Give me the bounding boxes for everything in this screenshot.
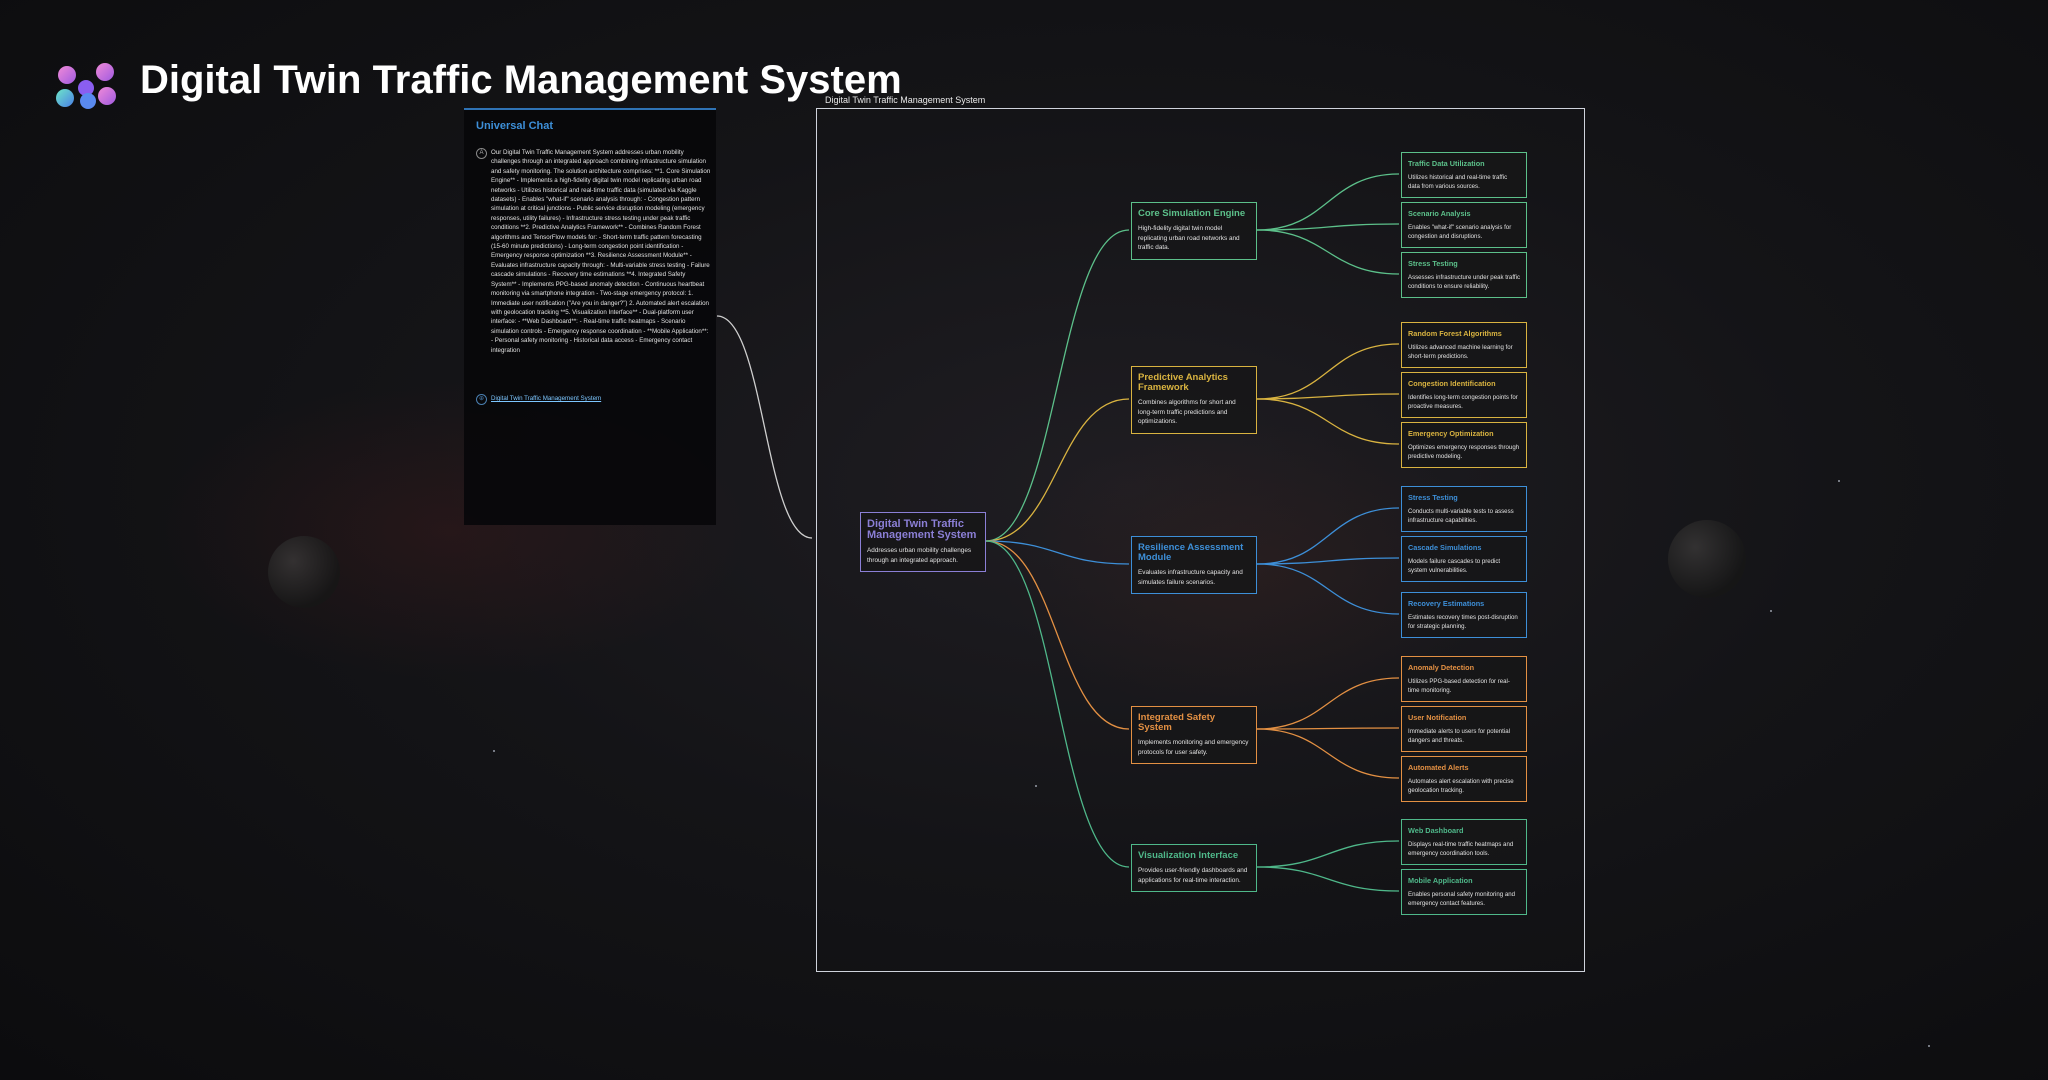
node-description: Optimizes emergency responses through pr… — [1408, 444, 1520, 461]
branch-to-leaf-connector — [1256, 398, 1400, 445]
node-description: Displays real-time traffic heatmaps and … — [1408, 841, 1514, 858]
root-to-branch-connector — [985, 540, 1130, 730]
background-star — [1838, 480, 1840, 482]
node-description: Utilizes historical and real-time traffi… — [1408, 174, 1508, 191]
node-description: Enables personal safety monitoring and e… — [1408, 891, 1516, 908]
background-planet — [268, 536, 340, 608]
node-title: Recovery Estimations — [1408, 599, 1485, 608]
node-title: Digital Twin Traffic Management System — [867, 518, 977, 541]
branch-to-leaf-connector — [1256, 343, 1400, 400]
node-title: Random Forest Algorithms — [1408, 329, 1502, 338]
node-description: Estimates recovery times post-disruption… — [1408, 614, 1518, 631]
diagram-link[interactable]: Digital Twin Traffic Management System — [491, 395, 602, 402]
node-description: Immediate alerts to users for potential … — [1408, 728, 1510, 745]
chat-message-text: Our Digital Twin Traffic Management Syst… — [491, 149, 711, 354]
background-planet — [1668, 520, 1746, 598]
background-star — [1770, 610, 1772, 612]
branch-to-leaf-connector — [1256, 223, 1400, 231]
node-title: User Notification — [1408, 713, 1467, 722]
node-title: Traffic Data Utilization — [1408, 159, 1485, 168]
branch-to-leaf-connector — [1256, 563, 1400, 615]
node-title: Stress Testing — [1408, 493, 1458, 502]
diagram-frame-title: Digital Twin Traffic Management System — [825, 95, 986, 105]
branch-to-leaf-connector — [1256, 393, 1400, 400]
app-title: Digital Twin Traffic Management System — [140, 58, 902, 102]
node-description: Implements monitoring and emergency prot… — [1138, 739, 1249, 756]
background-star — [493, 750, 495, 752]
branch-to-leaf-connector — [1256, 840, 1400, 868]
node-description: Addresses urban mobility challenges thro… — [867, 547, 972, 564]
node-title: Stress Testing — [1408, 259, 1458, 268]
app-logo-icon — [56, 63, 116, 109]
background-star — [1035, 785, 1037, 787]
chat-to-root-connector — [716, 315, 813, 539]
root-to-branch-connector — [985, 540, 1130, 565]
node-description: Conducts multi-variable tests to assess … — [1408, 508, 1514, 525]
node-title: Emergency Optimization — [1408, 429, 1494, 438]
branch-to-leaf-connector — [1256, 173, 1400, 231]
node-title: Integrated Safety System — [1138, 712, 1216, 733]
root-to-branch-connector — [985, 398, 1130, 542]
branch-to-leaf-connector — [1256, 557, 1400, 565]
node-title: Scenario Analysis — [1408, 209, 1471, 218]
node-description: Identifies long-term congestion points f… — [1408, 394, 1518, 411]
diagram-frame — [816, 108, 1585, 972]
assistant-avatar-icon: A — [476, 148, 487, 159]
node-title: Automated Alerts — [1408, 763, 1469, 772]
node-description: Combines algorithms for short and long-t… — [1138, 399, 1236, 425]
node-description: Utilizes PPG-based detection for real-ti… — [1408, 678, 1510, 695]
node-description: Assesses infrastructure under peak traff… — [1408, 274, 1520, 291]
diagram-link-icon: ⊕ — [476, 394, 487, 405]
branch-to-leaf-connector — [1256, 728, 1400, 779]
node-title: Resilience Assessment Module — [1138, 542, 1244, 563]
node-title: Predictive Analytics Framework — [1138, 372, 1228, 393]
node-description: Enables "what-if" scenario analysis for … — [1408, 224, 1512, 241]
branch-to-leaf-connector — [1256, 727, 1400, 730]
node-title: Visualization Interface — [1138, 850, 1239, 861]
node-title: Mobile Application — [1408, 876, 1473, 885]
node-description: Provides user-friendly dashboards and ap… — [1138, 867, 1248, 884]
node-title: Web Dashboard — [1408, 826, 1464, 835]
background-star — [1928, 1045, 1930, 1047]
chat-diagram-link-row[interactable]: ⊕ Digital Twin Traffic Management System — [476, 394, 708, 406]
branch-to-leaf-connector — [1256, 229, 1400, 275]
branch-to-leaf-connector — [1256, 507, 1400, 565]
node-description: Utilizes advanced machine learning for s… — [1408, 344, 1513, 361]
node-title: Core Simulation Engine — [1138, 208, 1246, 219]
node-description: Automates alert escalation with precise … — [1408, 778, 1514, 795]
root-to-branch-connector — [985, 229, 1130, 542]
node-description: Evaluates infrastructure capacity and si… — [1138, 569, 1243, 586]
branch-to-leaf-connector — [1256, 866, 1400, 892]
branch-to-leaf-connector — [1256, 677, 1400, 730]
universal-chat-panel: Universal Chat A Our Digital Twin Traffi… — [464, 108, 716, 525]
node-title: Anomaly Detection — [1408, 663, 1475, 672]
node-description: High-fidelity digital twin model replica… — [1138, 225, 1240, 251]
node-title: Congestion Identification — [1408, 379, 1496, 388]
chat-title: Universal Chat — [476, 120, 554, 132]
node-description: Models failure cascades to predict syste… — [1408, 558, 1501, 575]
root-to-branch-connector — [985, 540, 1130, 868]
node-title: Cascade Simulations — [1408, 543, 1482, 552]
